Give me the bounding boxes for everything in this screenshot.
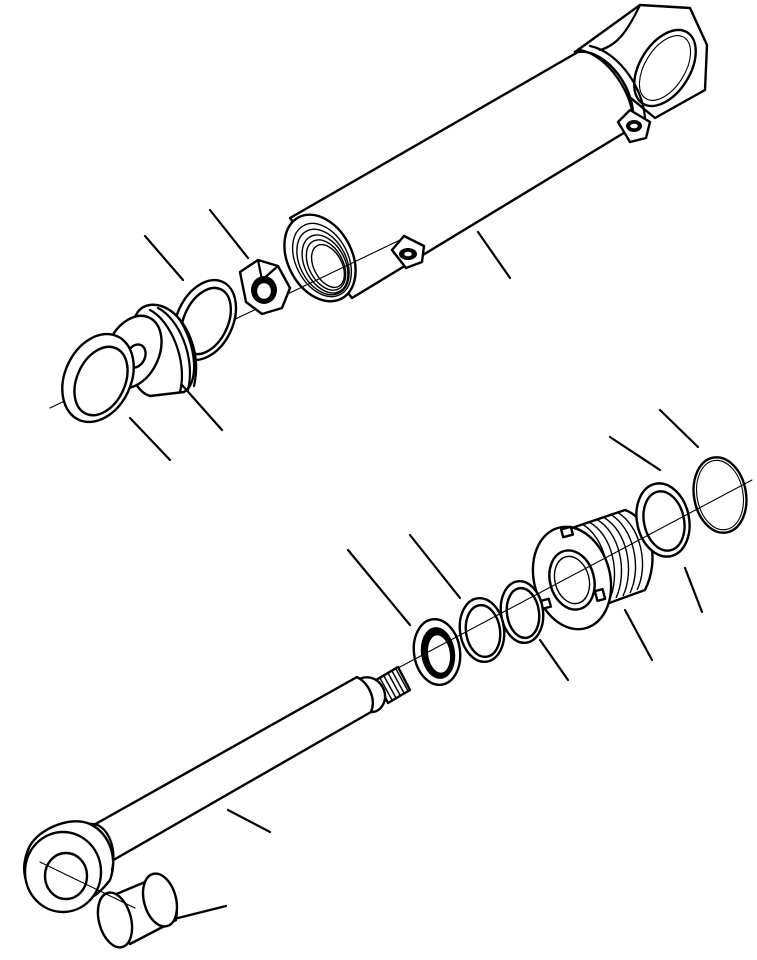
cylinder-barrel [283, 3, 709, 303]
piston-rod [23, 665, 412, 914]
leader-lines [128, 208, 704, 920]
piston-nut [238, 258, 292, 316]
rod-wiper [412, 617, 462, 687]
o-ring [692, 456, 748, 534]
leader-piston [180, 383, 224, 432]
rod-eye-centerline [39, 861, 136, 909]
front-port-fitting [390, 234, 426, 270]
backup-ring [635, 482, 691, 558]
leader-rod-wear-ring [408, 533, 462, 600]
leader-piston-nut [208, 208, 250, 260]
gland-head [531, 508, 654, 631]
leader-rod-seal [538, 638, 570, 682]
leader-barrel [476, 230, 512, 280]
leader-gland-seal [683, 566, 704, 614]
rod-eye-bushing [96, 872, 179, 949]
leader-wear-ring [143, 234, 185, 282]
leader-backup-ring [608, 435, 662, 472]
rear-port-fitting [616, 108, 652, 144]
leader-piston-seal [128, 416, 172, 462]
leader-piston-rod [226, 808, 272, 834]
leader-rod-wiper [346, 548, 412, 627]
piston-seal [61, 332, 135, 424]
leader-bushing [176, 904, 228, 920]
leader-o-ring [658, 408, 700, 449]
bottom-centerline [397, 479, 753, 669]
leader-gland-head [623, 608, 654, 662]
